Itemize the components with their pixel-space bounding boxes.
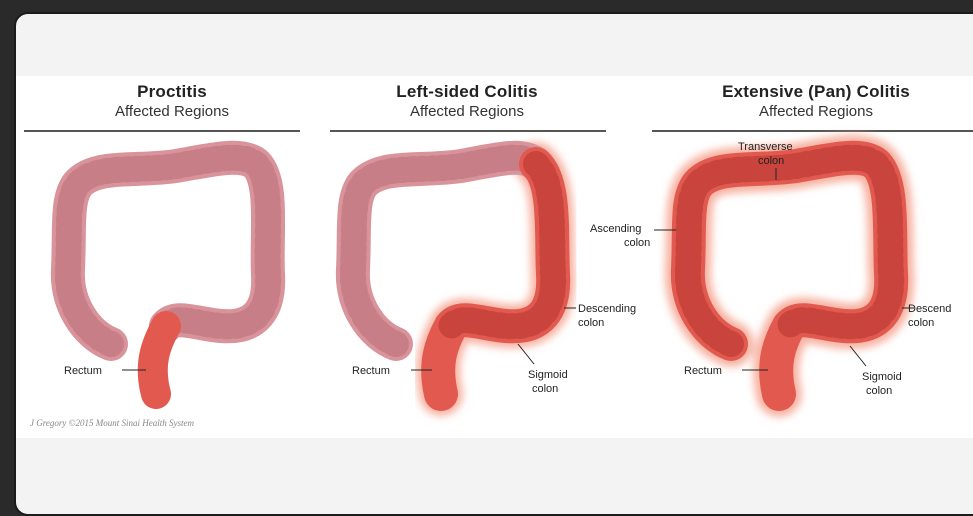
colon-proctitis: Rectum (64, 158, 268, 394)
colon-extensive: Transverse colon Ascending colon Rectum … (590, 141, 951, 397)
label-rectum: Rectum (684, 365, 722, 377)
label-descending-colon: colon (578, 317, 604, 329)
label-descending: Descending (578, 303, 636, 315)
colon-left-sided: Rectum Descending colon Sigmoid colon (352, 158, 636, 395)
label-rectum: Rectum (352, 365, 390, 377)
label-transverse-colon: colon (758, 155, 784, 167)
rectum-inflamed (153, 326, 166, 394)
label-descending: Descend (908, 303, 951, 315)
label-ascending-colon: colon (624, 237, 650, 249)
label-rectum: Rectum (64, 365, 102, 377)
label-sigmoid: Sigmoid (862, 371, 902, 383)
label-transverse: Transverse (738, 141, 793, 153)
label-sigmoid-colon: colon (866, 385, 892, 397)
label-descending-colon: colon (908, 317, 934, 329)
label-sigmoid-colon: colon (532, 383, 558, 395)
label-ascending: Ascending (590, 223, 641, 235)
label-sigmoid: Sigmoid (528, 369, 568, 381)
image-credit: J Gregory ©2015 Mount Sinai Health Syste… (30, 418, 194, 428)
diagram-frame: Proctitis Affected Regions Left-sided Co… (14, 12, 973, 516)
